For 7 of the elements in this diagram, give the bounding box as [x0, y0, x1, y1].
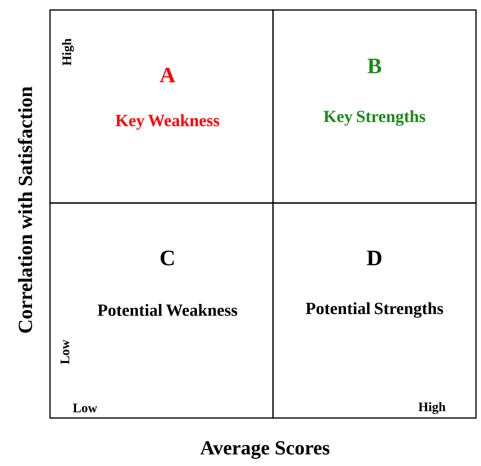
- axis-level-label: Low: [72, 404, 98, 412]
- axis-title: Average Scores: [200, 441, 330, 459]
- axis-title: Correlation with Satisfaction: [18, 86, 32, 333]
- axis-level-label: High: [62, 38, 74, 66]
- quadrant-box: B Key Strengths: [272, 9, 477, 204]
- axis-level-label: High: [418, 402, 446, 414]
- axis-level-label: Low: [60, 340, 70, 364]
